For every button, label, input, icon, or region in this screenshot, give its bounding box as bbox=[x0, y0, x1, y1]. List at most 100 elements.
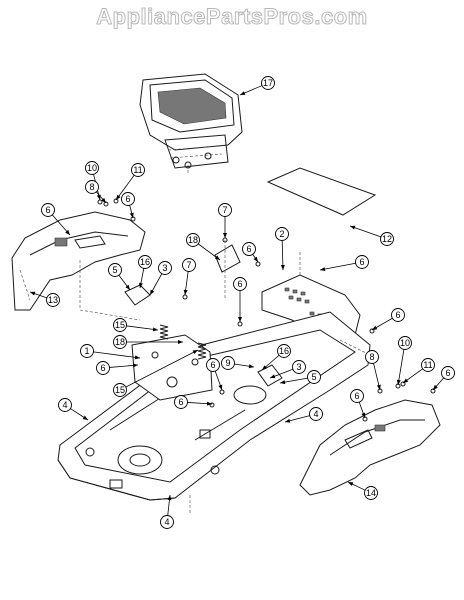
leader-arrowhead bbox=[206, 401, 212, 406]
leader-arrowhead bbox=[270, 374, 276, 379]
callout-3: 3 bbox=[269, 360, 306, 379]
leader-arrowhead bbox=[372, 325, 378, 330]
callout-6: 6 bbox=[121, 192, 135, 219]
callout-circle bbox=[233, 277, 247, 291]
leader-arrowhead bbox=[125, 284, 130, 290]
callout-11: 11 bbox=[115, 163, 145, 201]
callout-16: 16 bbox=[138, 255, 152, 289]
callout-17: 17 bbox=[239, 76, 275, 96]
leader-arrowhead bbox=[218, 384, 223, 390]
right-fender-cover bbox=[299, 399, 441, 496]
callout-18: 18 bbox=[113, 335, 183, 349]
leader-line bbox=[93, 351, 141, 359]
leader-arrowhead bbox=[82, 415, 88, 420]
callout-circle bbox=[277, 344, 291, 358]
callout-label: 4 bbox=[62, 400, 67, 410]
callout-6: 6 bbox=[96, 361, 139, 375]
callout-6: 6 bbox=[350, 389, 366, 419]
leader-arrowhead bbox=[376, 384, 381, 390]
callout-3: 3 bbox=[149, 261, 172, 296]
callout-label: 6 bbox=[178, 397, 183, 407]
callout-label: 14 bbox=[366, 488, 376, 498]
callout-label: 6 bbox=[246, 244, 251, 254]
leader-arrowhead bbox=[129, 212, 134, 218]
callout-circle bbox=[307, 370, 321, 384]
callout-label: 13 bbox=[48, 295, 58, 305]
callout-12: 12 bbox=[349, 225, 394, 246]
callout-label: 6 bbox=[237, 279, 242, 289]
callout-circle bbox=[391, 308, 405, 322]
callout-label: 1 bbox=[84, 346, 89, 356]
seat-springs bbox=[159, 324, 207, 360]
leader-arrowhead bbox=[350, 225, 356, 230]
callout-circle bbox=[364, 486, 378, 500]
callout-label: 6 bbox=[354, 391, 359, 401]
callout-circle bbox=[80, 344, 94, 358]
callout-label: 11 bbox=[423, 360, 432, 370]
callout-circle bbox=[398, 336, 412, 350]
callout-5: 5 bbox=[108, 263, 131, 291]
leader-arrowhead bbox=[280, 380, 286, 385]
callout-label: 17 bbox=[263, 78, 273, 88]
callout-label: 6 bbox=[45, 205, 50, 215]
callout-14: 14 bbox=[347, 481, 378, 500]
callout-6: 6 bbox=[371, 308, 405, 331]
callout-circle bbox=[138, 255, 152, 269]
callout-label: 5 bbox=[112, 265, 117, 275]
leader-arrowhead bbox=[138, 282, 143, 288]
callout-circle bbox=[85, 180, 99, 194]
leader-arrowhead bbox=[116, 194, 121, 200]
leader-arrowhead bbox=[248, 364, 254, 369]
callout-7: 7 bbox=[182, 258, 196, 296]
left-fender-cover bbox=[11, 211, 146, 311]
callout-6: 6 bbox=[432, 366, 455, 391]
leader-arrowhead bbox=[262, 365, 268, 370]
callout-circle bbox=[113, 318, 127, 332]
callout-circle bbox=[85, 161, 99, 175]
callout-circle bbox=[121, 192, 135, 206]
callout-circle bbox=[108, 263, 122, 277]
callout-circle bbox=[131, 163, 145, 177]
leader-arrowhead bbox=[253, 256, 258, 262]
callout-label: 3 bbox=[162, 263, 167, 273]
callout-circle bbox=[309, 407, 323, 421]
callout-circle bbox=[158, 261, 172, 275]
callout-1: 1 bbox=[80, 344, 141, 360]
leader-arrowhead bbox=[150, 289, 155, 295]
callout-5: 5 bbox=[279, 370, 321, 385]
callout-circle bbox=[160, 515, 174, 529]
callout-15: 15 bbox=[113, 318, 159, 332]
callout-label: 5 bbox=[311, 372, 316, 382]
callout-18: 18 bbox=[186, 233, 221, 261]
callout-circle bbox=[174, 395, 188, 409]
callout-label: 2 bbox=[279, 229, 284, 239]
callout-label: 16 bbox=[140, 257, 150, 267]
callout-6: 6 bbox=[41, 203, 71, 236]
callout-4: 4 bbox=[284, 407, 323, 423]
callout-label: 6 bbox=[125, 194, 130, 204]
floor-mat bbox=[266, 167, 377, 216]
callout-13: 13 bbox=[29, 291, 60, 307]
leader-arrowhead bbox=[183, 289, 188, 295]
callout-label: 6 bbox=[210, 360, 215, 370]
callout-8: 8 bbox=[365, 350, 381, 391]
callout-circle bbox=[46, 293, 60, 307]
leader-arrowhead bbox=[214, 255, 220, 260]
callout-8: 8 bbox=[85, 180, 107, 204]
callout-label: 10 bbox=[87, 163, 97, 173]
pivot-brackets bbox=[124, 244, 283, 387]
leader-line bbox=[126, 325, 159, 331]
callout-circle bbox=[365, 350, 379, 364]
seat bbox=[139, 73, 243, 175]
leader-arrowhead bbox=[396, 379, 401, 385]
callout-circle bbox=[113, 335, 127, 349]
callout-9: 9 bbox=[221, 356, 255, 370]
callout-label: 9 bbox=[225, 358, 230, 368]
callout-6: 6 bbox=[206, 358, 223, 391]
callout-label: 8 bbox=[369, 352, 374, 362]
callout-label: 4 bbox=[164, 517, 169, 527]
leader-line bbox=[349, 225, 382, 238]
leader-arrowhead bbox=[285, 418, 291, 423]
